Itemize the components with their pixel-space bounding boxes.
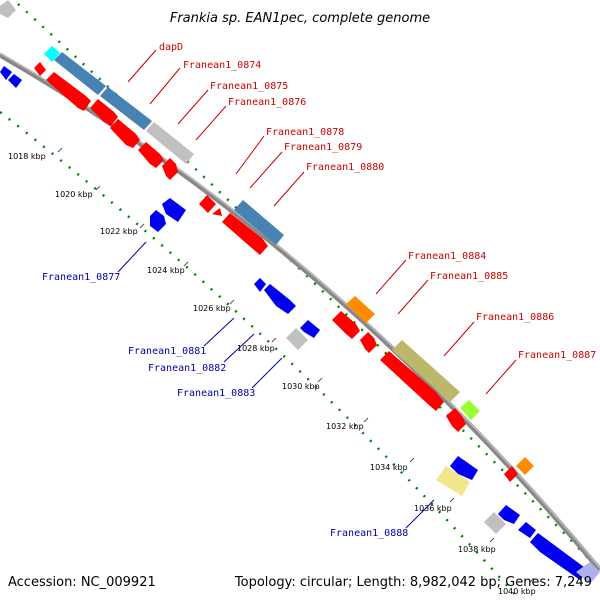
- tick-label-1040: 1040 kbp: [498, 587, 536, 596]
- label-Franean1_0886[interactable]: Franean1_0886: [476, 312, 554, 323]
- feature-0886[interactable]: [392, 340, 460, 402]
- tick-label-1022: 1022 kbp: [100, 227, 138, 236]
- feature-orange-0889[interactable]: [516, 457, 534, 475]
- tick-label-1032: 1032 kbp: [326, 422, 364, 431]
- tick-label-1030: 1030 kbp: [282, 382, 320, 391]
- label-Franean1_0878[interactable]: Franean1_0878: [266, 127, 344, 138]
- cds-forward-0887[interactable]: [446, 408, 466, 432]
- feature-0883-gray[interactable]: [286, 328, 308, 350]
- label-Franean1_0875[interactable]: Franean1_0875: [210, 81, 288, 92]
- cds-reverse-0882[interactable]: [300, 320, 320, 338]
- cds-forward-0889[interactable]: [504, 466, 518, 482]
- cds-forward-0886[interactable]: [380, 351, 444, 411]
- label-Franean1_0885[interactable]: Franean1_0885: [430, 271, 508, 282]
- forward-gene-labels: dapD Franean1_0874 Franean1_0875 Franean…: [159, 42, 596, 361]
- tick-label-1026: 1026 kbp: [193, 304, 231, 313]
- label-Franean1_0881[interactable]: Franean1_0881: [128, 346, 206, 357]
- reverse-gene-labels: Franean1_0877 Franean1_0881 Franean1_088…: [42, 272, 408, 539]
- cds-reverse-0872a[interactable]: [0, 66, 12, 80]
- genome-backbone: [0, 52, 600, 572]
- label-Franean1_0888[interactable]: Franean1_0888: [330, 528, 408, 539]
- label-Franean1_0879[interactable]: Franean1_0879: [284, 142, 362, 153]
- cds-forward-0879[interactable]: [212, 208, 222, 216]
- cds-forward-0875b[interactable]: [110, 119, 140, 148]
- cds-reverse-0872b[interactable]: [8, 74, 22, 88]
- cds-forward-0878[interactable]: [199, 195, 216, 213]
- feature-0884[interactable]: [346, 296, 375, 323]
- feature-0887[interactable]: [460, 400, 480, 420]
- tick-label-1020: 1020 kbp: [55, 190, 93, 199]
- reverse-leader-lines: [117, 241, 435, 529]
- cds-forward-0875a[interactable]: [90, 99, 118, 126]
- map-title: Frankia sp. EAN1pec, complete genome: [170, 11, 430, 26]
- cds-forward-0876b[interactable]: [162, 158, 178, 180]
- label-Franean1_0887[interactable]: Franean1_0887: [518, 350, 596, 361]
- tick-label-1028: 1028 kbp: [237, 344, 275, 353]
- cds-forward-0874[interactable]: [46, 72, 91, 111]
- feature-0876[interactable]: [146, 122, 194, 164]
- cds-forward-0876[interactable]: [138, 142, 164, 168]
- feature-lavender-edge[interactable]: [576, 562, 600, 584]
- cds-forward-0884[interactable]: [332, 311, 360, 339]
- cds-reverse-0877b[interactable]: [162, 198, 186, 222]
- genome-summary-text: Topology: circular; Length: 8,982,042 bp…: [234, 575, 592, 590]
- accession-text: Accession: NC_009921: [8, 575, 156, 590]
- feature-0880[interactable]: [234, 200, 284, 245]
- cds-reverse-0888a[interactable]: [450, 456, 478, 480]
- cds-reverse-0889b[interactable]: [518, 522, 536, 538]
- feature-0874[interactable]: [54, 52, 106, 95]
- tick-label-1034: 1034 kbp: [370, 463, 408, 472]
- reverse-cds-ring: [0, 66, 588, 580]
- tick-label-1036: 1036 kbp: [414, 504, 452, 513]
- label-Franean1_0874[interactable]: Franean1_0874: [183, 60, 261, 71]
- cds-forward-0880[interactable]: [222, 213, 268, 255]
- feature-gray-1038[interactable]: [484, 512, 506, 534]
- cds-reverse-0877a[interactable]: [150, 210, 166, 232]
- tick-label-1038: 1038 kbp: [458, 545, 496, 554]
- cds-reverse-0890[interactable]: [530, 533, 588, 580]
- cds-forward-0873[interactable]: [34, 62, 46, 76]
- feature-0875[interactable]: [100, 87, 152, 130]
- cds-reverse-0881b[interactable]: [264, 284, 296, 314]
- feature-0888-pale[interactable]: [436, 466, 470, 496]
- outer-feature-ring: [0, 0, 480, 420]
- feature-dapd-cyan[interactable]: [44, 46, 60, 62]
- label-Franean1_0877[interactable]: Franean1_0877: [42, 272, 120, 283]
- tick-label-1024: 1024 kbp: [147, 266, 185, 275]
- gc-skew-track-inner: [0, 111, 521, 600]
- cds-forward-0885[interactable]: [360, 332, 377, 353]
- tick-label-1018: 1018 kbp: [8, 152, 46, 161]
- label-Franean1_0882[interactable]: Franean1_0882: [148, 363, 226, 374]
- label-Franean1_0880[interactable]: Franean1_0880: [306, 162, 384, 173]
- cds-reverse-0889a[interactable]: [498, 505, 520, 524]
- forward-leader-lines: [127, 49, 517, 395]
- feature-gray-top-left[interactable]: [0, 0, 16, 18]
- cds-reverse-0881a[interactable]: [254, 278, 266, 292]
- forward-cds-ring: [34, 62, 518, 482]
- label-Franean1_0883[interactable]: Franean1_0883: [177, 388, 255, 399]
- tick-marks: [57, 147, 535, 583]
- label-dapD[interactable]: dapD: [159, 42, 183, 53]
- label-Franean1_0884[interactable]: Franean1_0884: [408, 251, 486, 262]
- label-Franean1_0876[interactable]: Franean1_0876: [228, 97, 306, 108]
